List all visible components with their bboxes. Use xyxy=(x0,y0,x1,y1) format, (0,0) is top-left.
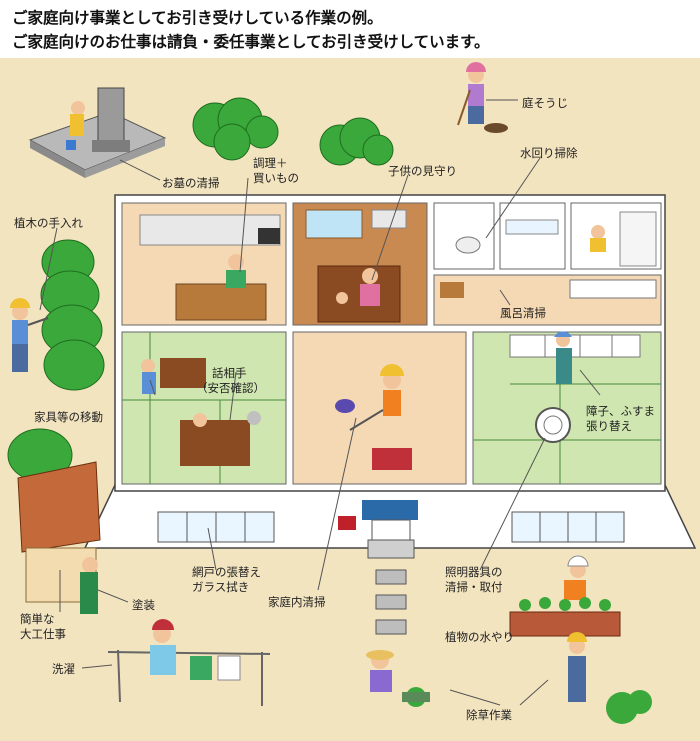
label-weeding: 除草作業 xyxy=(466,708,512,722)
bush-icon xyxy=(192,97,394,166)
label-carpentry-line2: 大工仕事 xyxy=(20,627,66,641)
label-watering: 植物の水やり xyxy=(445,630,514,644)
leader-lines xyxy=(39,99,601,706)
label-shoji-line1: 障子、ふすま xyxy=(586,404,655,418)
label-grave-cleaning: お墓の清掃 xyxy=(162,176,220,190)
grave-icon xyxy=(28,87,167,178)
header-line-2: ご家庭向けのお仕事は請負・委任事業としてお引き受けしています。 xyxy=(12,33,490,51)
shed-icon xyxy=(17,461,101,614)
tree-icon xyxy=(7,239,105,482)
label-conversation-line2: （安否確認） xyxy=(196,381,265,395)
label-lighting-line2: 清掃・取付 xyxy=(445,580,503,594)
label-bath-cleaning: 風呂清掃 xyxy=(500,306,546,320)
weeding-worker-icon xyxy=(366,632,652,724)
label-screen-line2: ガラス拭き xyxy=(192,580,250,594)
label-pruning: 植木の手入れ xyxy=(14,216,83,230)
planter-icon xyxy=(509,597,621,637)
lighting-worker-icon xyxy=(564,555,589,600)
label-water-area-cleaning: 水回り掃除 xyxy=(520,146,578,160)
label-painting: 塗装 xyxy=(132,598,155,612)
label-garden-cleaning: 庭そうじ xyxy=(522,96,568,110)
label-childcare: 子供の見守り xyxy=(388,164,457,178)
gardener-icon xyxy=(10,298,49,372)
house xyxy=(83,194,697,559)
label-laundry: 洗濯 xyxy=(52,662,75,676)
label-indoor-cleaning: 家庭内清掃 xyxy=(268,595,326,609)
label-cooking-line1: 調理＋ xyxy=(253,156,288,170)
label-furniture-moving: 家具等の移動 xyxy=(34,410,103,424)
label-conversation-line1: 話相手 xyxy=(212,366,247,380)
label-lighting-line1: 照明器具の xyxy=(445,565,503,579)
laundry-icon xyxy=(107,619,271,706)
stepping-stones xyxy=(375,569,407,635)
label-carpentry-line1: 簡単な xyxy=(20,612,55,626)
label-screen-line1: 網戸の張替え xyxy=(192,565,261,579)
label-shoji-line2: 張り替え xyxy=(586,419,632,433)
garden-cleaner-icon xyxy=(457,62,508,133)
header-line-1: ご家庭向け事業としてお引き受けしている作業の例。 xyxy=(12,9,383,27)
label-cooking-line2: 買いもの xyxy=(253,171,299,185)
